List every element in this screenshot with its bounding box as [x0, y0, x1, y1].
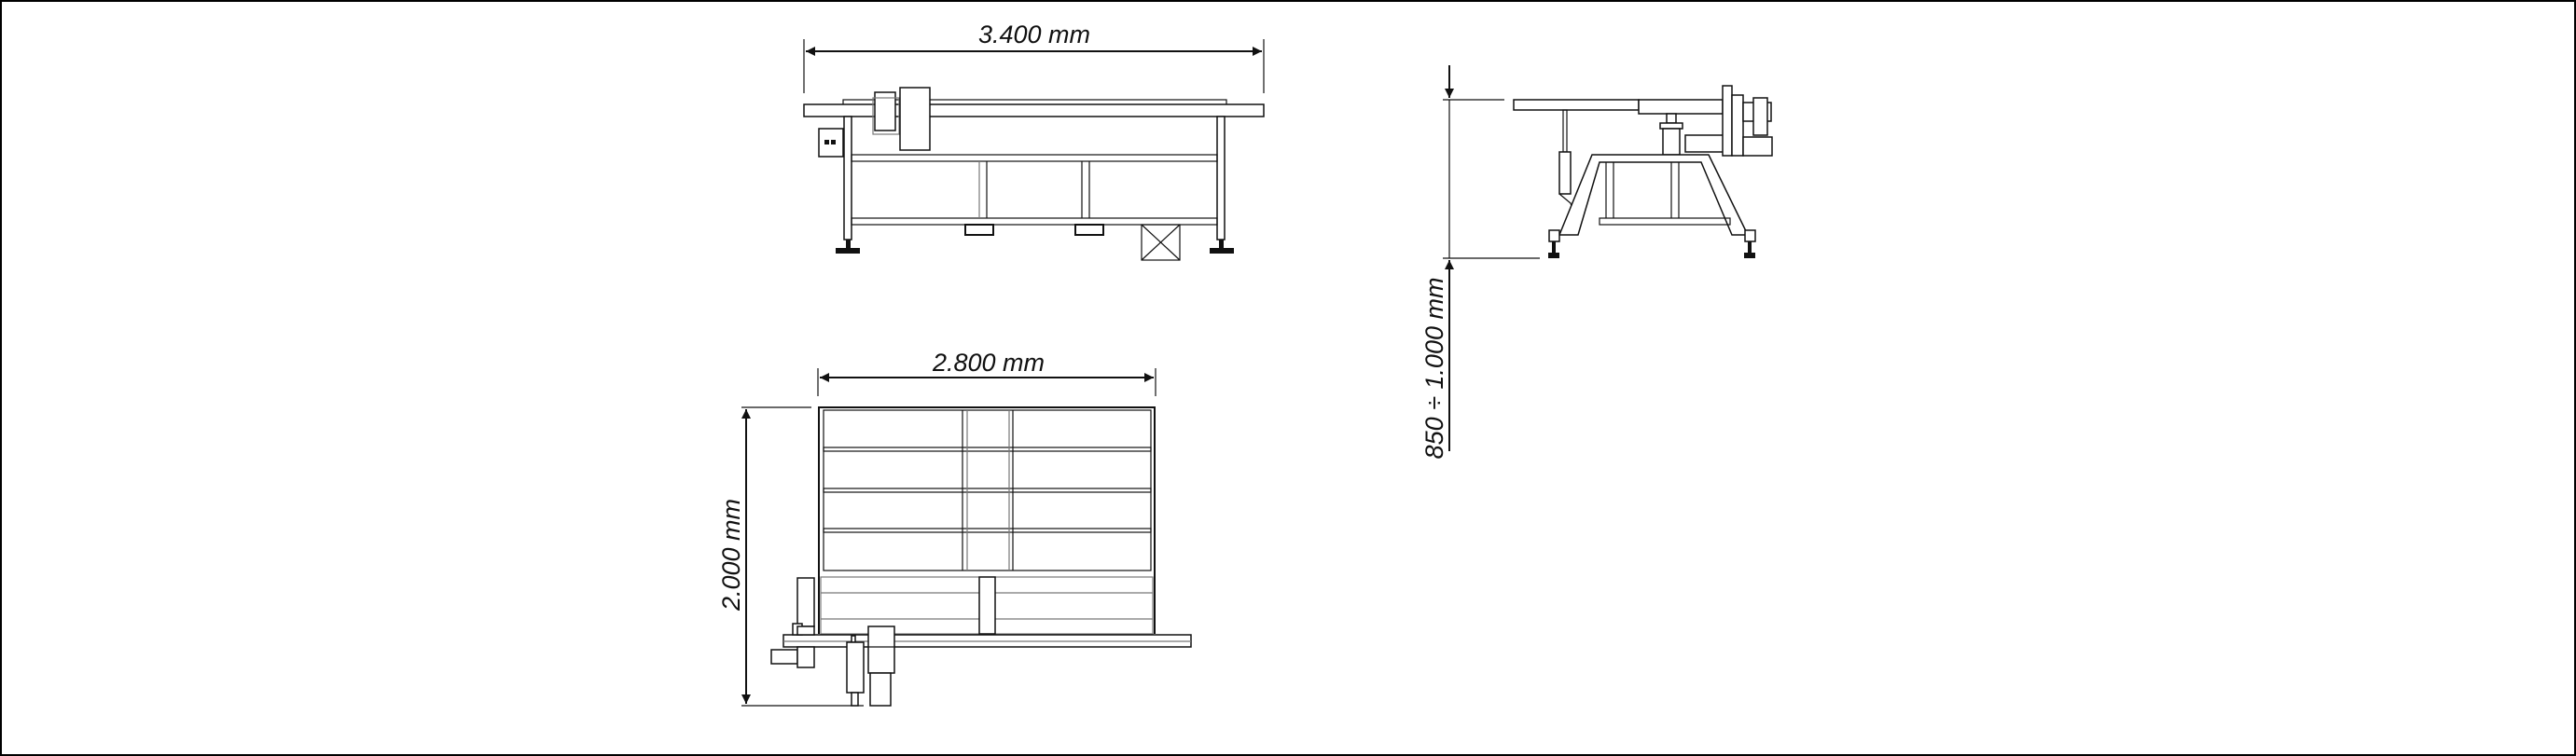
- control-box: [818, 128, 844, 158]
- top-depth-label: 2.000 mm: [717, 499, 745, 612]
- crate-symbol: [1141, 224, 1181, 261]
- height-label: 850 ÷ 1.000 mm: [1420, 278, 1448, 460]
- front-width-label: 3.400 mm: [978, 21, 1090, 48]
- top-width-label: 2.800 mm: [932, 349, 1045, 377]
- machine-plan-view: [770, 406, 1192, 707]
- top-width-dimension: 2.800 mm: [817, 349, 1156, 396]
- front-view: 3.400 mm: [803, 21, 1265, 261]
- machine-front-elevation: [803, 87, 1265, 261]
- front-width-dimension: 3.400 mm: [803, 21, 1265, 93]
- side-view: 850 ÷ 1.000 mm: [1420, 65, 1773, 459]
- machine-side-elevation: [1513, 85, 1773, 258]
- top-view: 2.800 mm 2.000 mm: [717, 349, 1192, 707]
- height-dimension: 850 ÷ 1.000 mm: [1420, 65, 1540, 459]
- top-depth-dimension: 2.000 mm: [717, 406, 864, 707]
